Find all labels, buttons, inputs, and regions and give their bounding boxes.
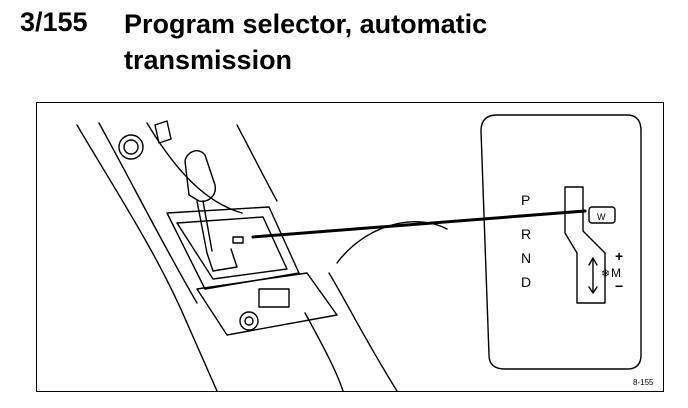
winter-icon: ❄ bbox=[601, 268, 610, 280]
leader-line bbox=[251, 209, 587, 239]
seat-edge bbox=[328, 272, 398, 392]
page-title: Program selector, automatic transmission bbox=[124, 6, 644, 78]
console-edge-right bbox=[304, 312, 344, 392]
updown-arrows bbox=[588, 257, 598, 294]
figure-code: 8-155 bbox=[633, 378, 654, 387]
gate-slot bbox=[206, 248, 238, 272]
manual-label: M bbox=[611, 266, 621, 280]
gear-selector-illustration: P R N D W M ❄ + − 8-155 bbox=[76, 114, 654, 392]
illustration-frame: P R N D W M ❄ + − 8-155 bbox=[36, 102, 664, 392]
round-knob-inner bbox=[123, 139, 139, 155]
gear-lever-knob bbox=[184, 150, 216, 202]
winter-button-label: W bbox=[597, 212, 606, 222]
switch-block bbox=[258, 288, 290, 308]
dash-curve-2 bbox=[236, 124, 278, 202]
vent bbox=[154, 120, 172, 144]
gate-plate bbox=[176, 216, 288, 280]
gear-lever-shaft bbox=[196, 200, 208, 254]
winter-button[interactable] bbox=[588, 206, 616, 224]
gate-detail-panel bbox=[480, 114, 642, 370]
plus-label: + bbox=[615, 248, 623, 264]
gate-housing bbox=[166, 206, 300, 290]
gate-label-r: R bbox=[521, 226, 531, 242]
lower-knob-inner bbox=[244, 316, 254, 326]
round-knob bbox=[118, 134, 144, 160]
console-edge-left bbox=[76, 124, 218, 392]
section-number: 3/155 bbox=[20, 7, 88, 37]
lower-console bbox=[196, 272, 338, 336]
lower-knob bbox=[239, 311, 259, 331]
gear-lever-shaft-2 bbox=[202, 200, 213, 252]
gate-label-n: N bbox=[521, 250, 531, 266]
title-line-2: transmission bbox=[124, 45, 293, 75]
dash-curve bbox=[146, 122, 243, 214]
gate-label-p: P bbox=[521, 192, 530, 208]
gate-slot-detail bbox=[564, 186, 606, 304]
gate-button bbox=[232, 236, 244, 244]
title-line-1: Program selector, automatic bbox=[124, 9, 488, 39]
console-edge-inner bbox=[98, 122, 198, 304]
gate-label-d: D bbox=[521, 274, 531, 290]
minus-label: − bbox=[615, 278, 623, 294]
